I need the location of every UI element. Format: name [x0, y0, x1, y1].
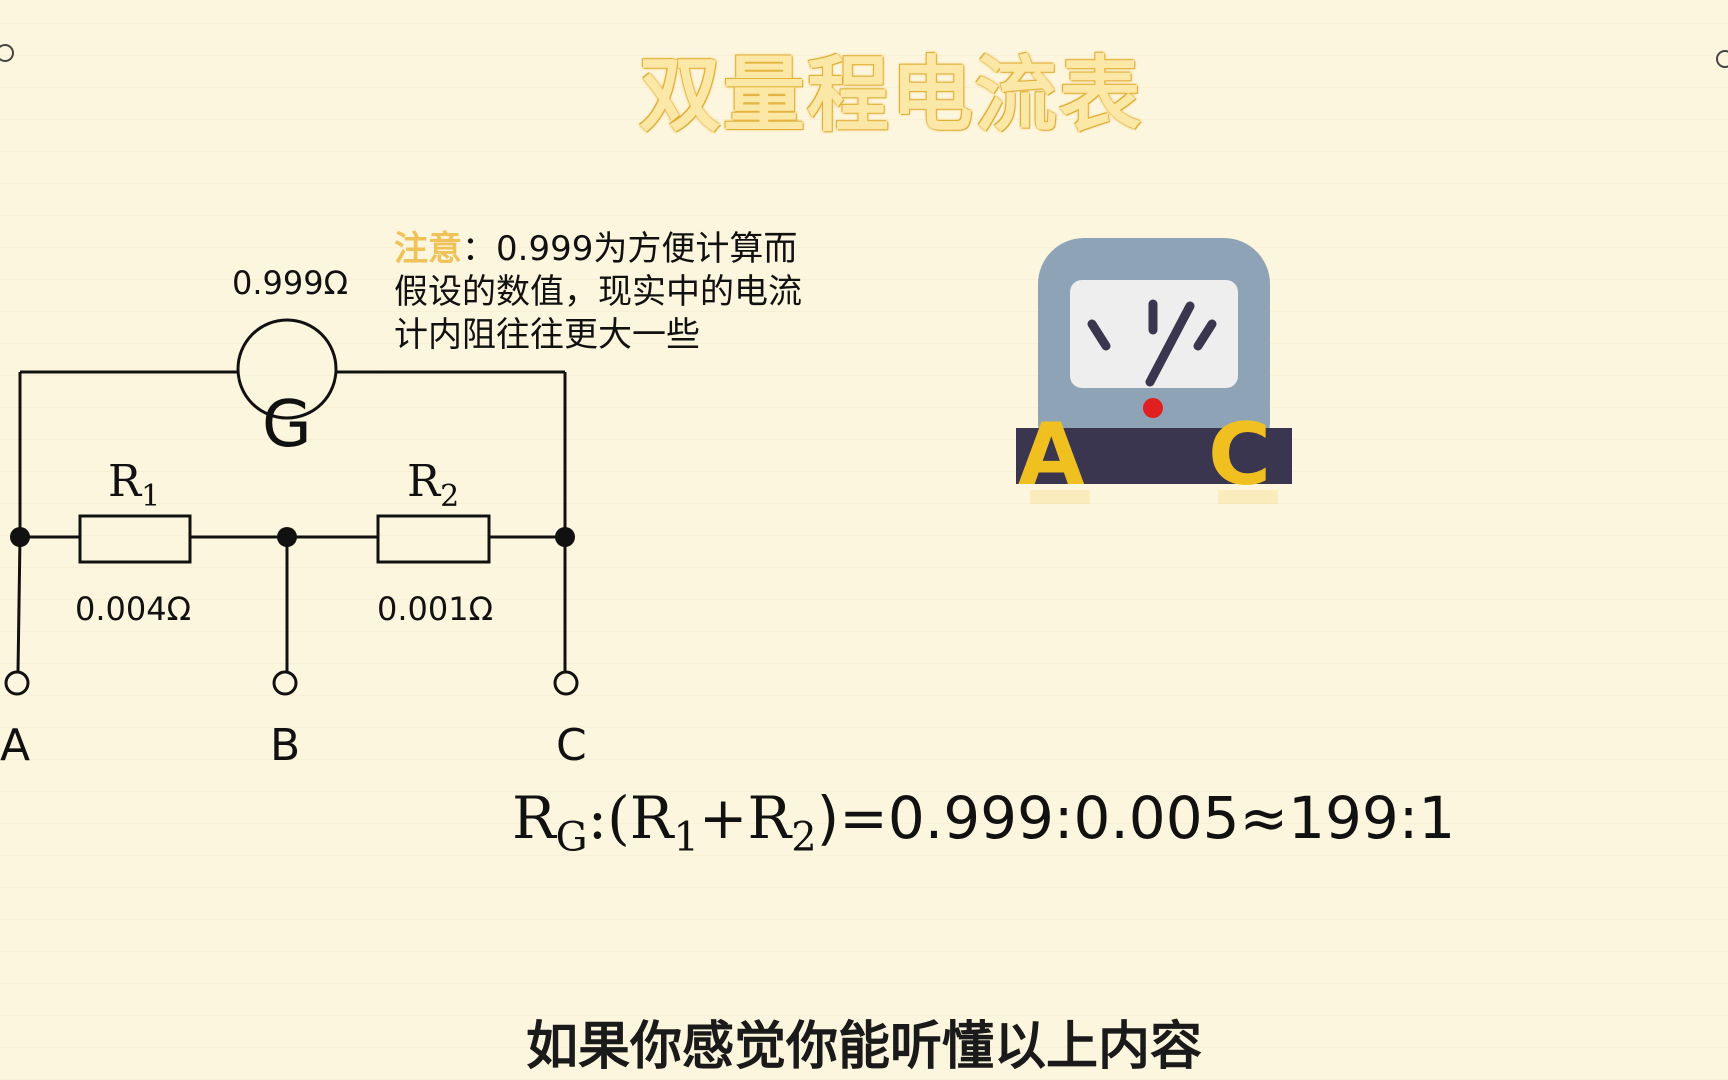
ammeter-illustration: A C [1016, 238, 1292, 505]
dial-tick-left [1087, 319, 1111, 351]
meter-label-a: A [1018, 405, 1085, 505]
formula-rhs: )=0.999:0.005≈199:1 [816, 784, 1456, 852]
junction-middle [277, 527, 297, 547]
terminal-a-label: A [0, 720, 31, 771]
terminal-c-label: C [556, 720, 587, 771]
formula-open: :( [587, 784, 630, 852]
note-colon: ： [462, 229, 496, 269]
note-text: 注意：0.999为方便计算而假设的数值，现实中的电流计内阻往往更大一些 [394, 228, 814, 357]
formula-r2-sub: 2 [791, 814, 817, 861]
meter-base [1016, 428, 1292, 484]
dial-needle [1145, 301, 1195, 387]
r2-value: 0.001Ω [377, 590, 494, 628]
reflection-c [1218, 490, 1278, 504]
galvanometer-resistance: 0.999Ω [232, 264, 349, 302]
resistor-r2 [376, 514, 491, 564]
r2-label: R2 [407, 456, 460, 514]
meter-label-c: C [1208, 405, 1271, 505]
terminal-b-label: B [270, 720, 301, 771]
r1-label: R1 [108, 456, 161, 514]
wire-to-a [16, 536, 22, 673]
reflection-a [1030, 490, 1090, 504]
junction-right [555, 527, 575, 547]
resistor-r1 [78, 514, 192, 564]
meter-dot [1143, 398, 1163, 418]
circuit-diagram [4, 318, 579, 696]
page-title: 双量程电流表 [638, 48, 1143, 143]
formula-r1-sub: 1 [673, 814, 699, 861]
junction-left [10, 527, 30, 547]
galvanometer-symbol: G [262, 388, 312, 462]
right-edge-mark [1716, 50, 1728, 68]
formula-r2: R [747, 784, 792, 852]
formula-rg: R [512, 784, 556, 852]
video-subtitle: 如果你感觉你能听懂以上内容 [525, 1017, 1202, 1077]
formula-plus: + [698, 784, 748, 852]
galvanometer-circle [236, 318, 338, 420]
r1-value: 0.004Ω [75, 590, 192, 628]
dial-tick-right [1193, 319, 1217, 351]
ratio-formula: RG:(R1+R2)=0.999:0.005≈199:1 [512, 784, 1455, 861]
formula-r1: R [629, 784, 674, 852]
terminal-b-circle [272, 670, 298, 696]
note-body: 0.999为方便计算而假设的数值，现实中的电流计内阻往往更大一些 [394, 229, 802, 355]
terminal-a-circle [4, 670, 30, 696]
formula-rg-sub: G [555, 814, 588, 861]
note-highlight: 注意 [394, 229, 462, 269]
left-edge-mark [0, 44, 14, 62]
terminal-c-circle [553, 670, 579, 696]
